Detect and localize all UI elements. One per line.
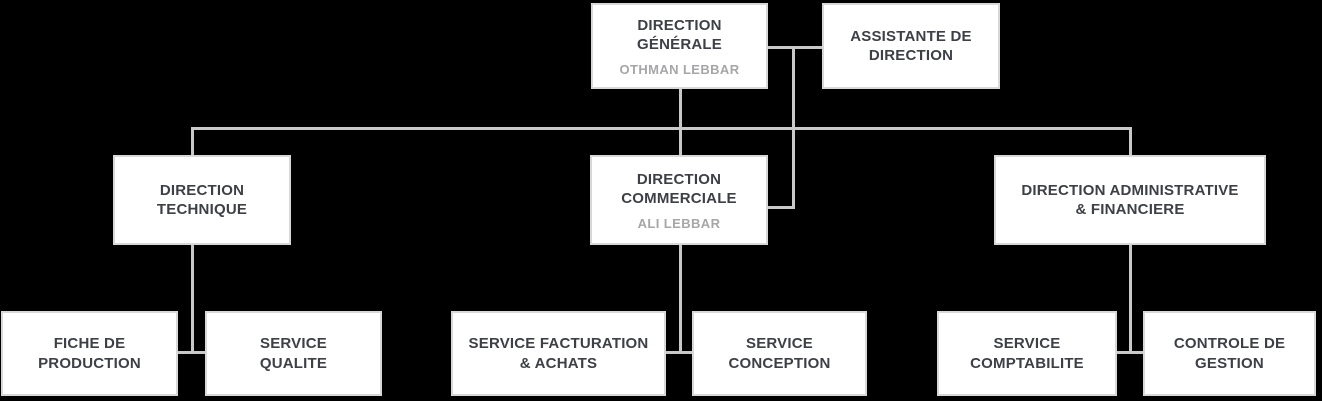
- connector-admin-drop: [1129, 245, 1132, 353]
- org-node-service-qualite: SERVICE QUALITE: [205, 311, 382, 396]
- org-node-fiche-production: FICHE DE PRODUCTION: [1, 311, 178, 396]
- org-node-direction-generale: DIRECTION GÉNÉRALE OTHMAN LEBBAR: [591, 3, 768, 89]
- node-title: ASSISTANTE DE DIRECTION: [850, 27, 972, 65]
- connector-technique-drop: [191, 245, 194, 353]
- org-node-direction-commerciale: DIRECTION COMMERCIALE ALI LEBBAR: [590, 155, 768, 245]
- org-node-service-conception: SERVICE CONCEPTION: [692, 311, 867, 396]
- connector-rail-left-drop: [191, 127, 194, 157]
- org-node-assistante-direction: ASSISTANTE DE DIRECTION: [822, 3, 1000, 89]
- connector-rail: [191, 127, 1132, 130]
- connector-dg-assistante: [768, 46, 824, 49]
- connector-commerciale-drop: [679, 245, 682, 353]
- connector-bottom-stub-left: [178, 351, 205, 354]
- node-title: SERVICE CONCEPTION: [728, 335, 831, 372]
- node-title: DIRECTION COMMERCIALE: [621, 170, 737, 208]
- node-person: OTHMAN LEBBAR: [619, 61, 740, 77]
- org-node-service-comptabilite: SERVICE COMPTABILITE: [937, 311, 1117, 396]
- org-node-direction-technique: DIRECTION TECHNIQUE: [113, 155, 291, 245]
- node-title: SERVICE QUALITE: [259, 335, 328, 372]
- node-title: FICHE DE PRODUCTION: [38, 335, 141, 372]
- node-title: SERVICE FACTURATION & ACHATS: [468, 335, 649, 372]
- node-title: DIRECTION GÉNÉRALE: [637, 16, 722, 54]
- node-title: SERVICE COMPTABILITE: [970, 335, 1084, 372]
- node-title: DIRECTION ADMINISTRATIVE & FINANCIERE: [1021, 181, 1239, 219]
- org-node-service-facturation-achats: SERVICE FACTURATION & ACHATS: [451, 311, 666, 396]
- node-title: DIRECTION TECHNIQUE: [156, 181, 248, 219]
- node-person: ALI LEBBAR: [637, 215, 721, 231]
- node-title: CONTROLE DE GESTION: [1173, 335, 1286, 372]
- org-node-controle-gestion: CONTROLE DE GESTION: [1143, 311, 1316, 396]
- connector-commerciale-right-stub: [768, 206, 795, 209]
- connector-bottom-stub-mid: [666, 351, 692, 354]
- connector-rail-right-drop: [1129, 127, 1132, 157]
- connector-dg-drop: [679, 89, 682, 157]
- org-node-direction-admin-financiere: DIRECTION ADMINISTRATIVE & FINANCIERE: [994, 155, 1266, 245]
- connector-bottom-stub-right: [1117, 351, 1143, 354]
